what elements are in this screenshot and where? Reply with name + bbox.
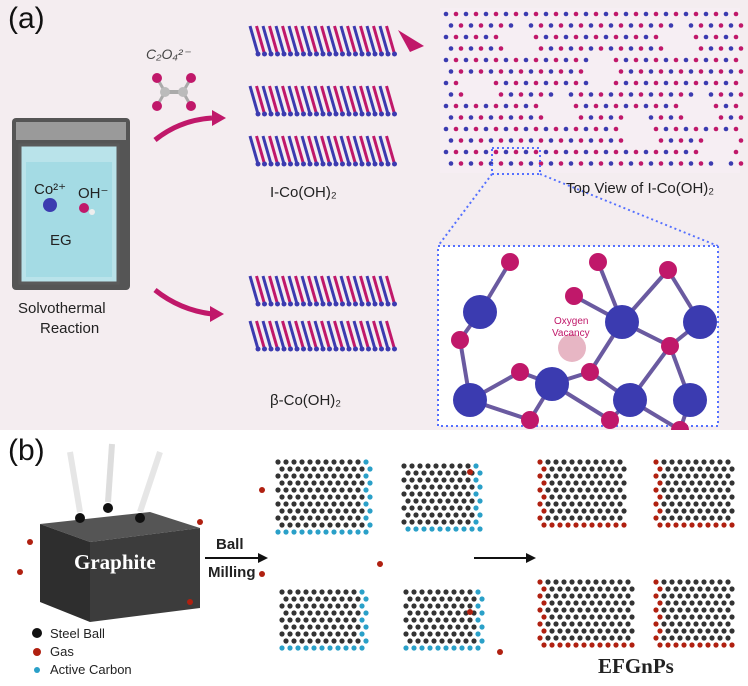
vacancy-label-line1: Oxygen	[554, 316, 589, 327]
panel-b-figure	[0, 432, 748, 686]
hydroxide-ion-icon	[79, 203, 89, 213]
oxalate-molecule-icon	[152, 73, 196, 111]
legend-gas-label: Gas	[50, 644, 74, 659]
vessel-caption-line1: Solvothermal	[18, 300, 106, 317]
vessel-caption-line2: Reaction	[40, 320, 100, 337]
beta-product-label: β-Co(OH)₂	[270, 392, 342, 409]
panel-b: (b) Graphite Ball Milling Steel Ball Gas…	[0, 432, 748, 686]
inset-atoms	[451, 253, 717, 430]
legend-active-carbon-label: Active Carbon	[50, 662, 132, 677]
arrow-to-beta	[153, 288, 213, 317]
steel-ball-icon	[75, 513, 85, 523]
legend-active-carbon-icon	[34, 667, 40, 673]
graphite-block	[40, 443, 200, 622]
oxalate-label: C₂O₄²⁻	[146, 46, 191, 62]
layered-product-label: I-Co(OH)₂	[270, 184, 337, 201]
legend-steel-ball-label: Steel Ball	[50, 626, 105, 641]
legend-gas-icon	[33, 648, 41, 656]
layered-structure-top	[248, 25, 397, 167]
product-label: EFGnPs	[598, 654, 674, 678]
vacancy-label-line2: Vacancy	[552, 328, 590, 339]
panel-b-label: (b)	[8, 434, 45, 467]
top-view-lattice	[443, 11, 744, 166]
arrow-to-layered	[153, 115, 213, 142]
ball-label: Ball	[216, 536, 244, 553]
panel-a-label: (a)	[8, 2, 45, 35]
vacancy-marker	[558, 334, 586, 362]
milling-label: Milling	[208, 564, 256, 581]
beta-structure	[248, 275, 397, 352]
graphite-label: Graphite	[74, 550, 156, 574]
hydroxide-label: OH⁻	[78, 185, 109, 202]
panel-a: (a) C₂O₄²⁻ Co²⁺ OH⁻ EG Solvothermal Reac…	[0, 0, 748, 430]
autoclave-vessel	[12, 118, 130, 290]
legend-steel-ball-icon	[32, 628, 42, 638]
panel-a-figure	[0, 0, 748, 430]
cobalt-ion-icon	[43, 198, 57, 212]
arrow-to-top-view	[398, 30, 424, 52]
cobalt-ion-label: Co²⁺	[34, 181, 67, 198]
solvent-label: EG	[50, 232, 72, 249]
top-view-label: Top View of I-Co(OH)₂	[566, 180, 715, 197]
graphene-sheets	[17, 459, 735, 655]
